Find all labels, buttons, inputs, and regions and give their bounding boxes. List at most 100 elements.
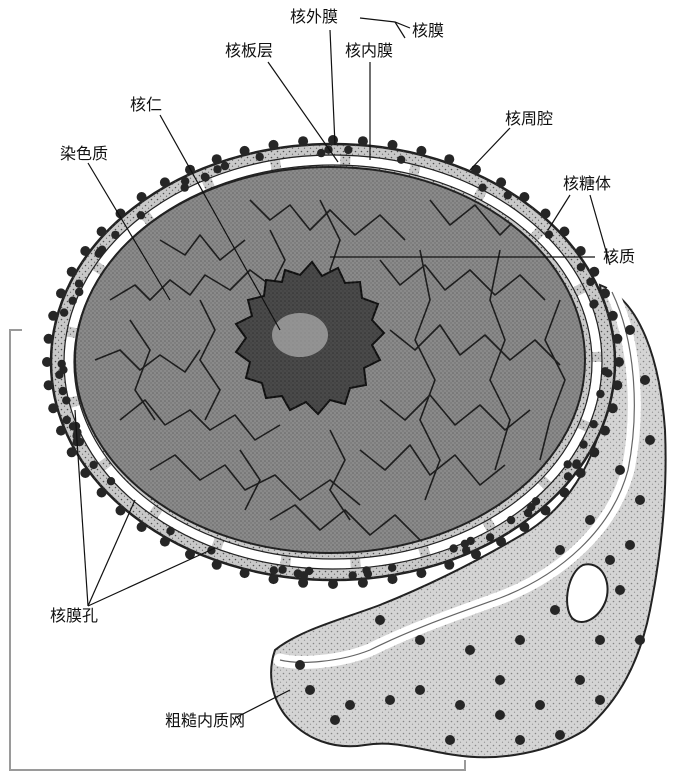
ribosome-dot: [328, 579, 338, 589]
ribosome-dot: [504, 191, 512, 199]
ribosome-dot: [397, 156, 405, 164]
ribosome-dot: [579, 440, 587, 448]
label-chromatin: 染色质: [60, 145, 108, 163]
ribosome-dot: [388, 564, 396, 572]
ribosome-dot: [615, 465, 625, 475]
ribosome-dot: [465, 645, 475, 655]
ribosome-dot: [589, 447, 599, 457]
ribosome-dot: [496, 177, 506, 187]
label-outer-membrane: 核外膜: [290, 8, 338, 26]
ribosome-dot: [600, 288, 610, 298]
ribosome-dot: [212, 154, 222, 164]
ribosome-dot: [576, 246, 586, 256]
ribosome-dot: [455, 700, 465, 710]
ribosome-dot: [515, 635, 525, 645]
ribosome-dot: [111, 231, 119, 239]
ribosome-dot: [67, 447, 77, 457]
ribosome-dot: [541, 209, 551, 219]
ribosome-dot: [97, 227, 107, 237]
ribosome-dot: [564, 460, 572, 468]
ribosome-dot: [467, 537, 475, 545]
ribosome-dot: [575, 675, 585, 685]
ribosome-dot: [137, 522, 147, 532]
ribosome-dot: [56, 426, 66, 436]
ribosome-dot: [635, 635, 645, 645]
ribosome-dot: [608, 403, 618, 413]
ribosome-dot: [496, 537, 506, 547]
ribosome-dot: [608, 311, 618, 321]
ribosome-dot: [604, 369, 612, 377]
ribosome-dot: [375, 615, 385, 625]
ribosome-dot: [160, 177, 170, 187]
ribosome-dot: [415, 635, 425, 645]
ribosome-dot: [416, 146, 426, 156]
ribosome-dot: [486, 533, 494, 541]
ribosome-dot: [60, 308, 68, 316]
label-nuclear-lamina: 核板层: [225, 42, 273, 60]
ribosome-dot: [449, 544, 457, 552]
ribosome-dot: [524, 509, 532, 517]
ribosome-dot: [388, 574, 398, 584]
ribosome-dot: [615, 585, 625, 595]
ribosome-dot: [305, 685, 315, 695]
ribosome-dot: [80, 468, 90, 478]
ribosome-dot: [59, 387, 67, 395]
ribosome-dot: [550, 605, 560, 615]
ribosome-dot: [478, 184, 486, 192]
ribosome-dot: [535, 700, 545, 710]
ribosome-dot: [181, 177, 189, 185]
ribosome-dot: [212, 560, 222, 570]
label-nuclear-envelope: 核膜: [412, 22, 444, 40]
ribosome-dot: [576, 468, 586, 478]
ribosome-dot: [298, 136, 308, 146]
ribosome-dot: [75, 280, 83, 288]
ribosome-dot: [595, 695, 605, 705]
ribosome-dot: [213, 165, 221, 173]
ribosome-dot: [358, 578, 368, 588]
label-nuclear-pore: 核膜孔: [50, 607, 98, 625]
ribosome-dot: [269, 574, 279, 584]
ribosome-dot: [519, 192, 529, 202]
ribosome-dot: [559, 488, 569, 498]
ribosome-dot: [415, 685, 425, 695]
ribosome-dot: [564, 472, 572, 480]
ribosome-dot: [362, 566, 370, 574]
ribosome-dot: [545, 230, 553, 238]
ribosome-dot: [635, 495, 645, 505]
ribosome-dot: [385, 695, 395, 705]
ribosome-dot: [80, 246, 90, 256]
ribosome-dot: [507, 516, 515, 524]
ribosome-dot: [166, 527, 174, 535]
ribosome-dot: [590, 299, 598, 307]
ribosome-dot: [495, 675, 505, 685]
ribosome-dot: [589, 267, 599, 277]
ribosome-dot: [625, 325, 635, 335]
ribosome-dot: [585, 515, 595, 525]
ribosome-dot: [300, 571, 308, 579]
ribosome-dot: [471, 165, 481, 175]
ribosome-dot: [56, 288, 66, 298]
ribosome-dot: [48, 311, 58, 321]
label-inner-membrane: 核内膜: [345, 42, 393, 60]
ribosome-dot: [586, 278, 594, 286]
label-rough-er: 粗糙内质网: [165, 712, 245, 730]
ribosome-dot: [596, 390, 604, 398]
ribosome-dot: [595, 635, 605, 645]
ribosome-dot: [590, 420, 598, 428]
ribosome-dot: [270, 566, 278, 574]
ribosome-dot: [44, 334, 54, 344]
ribosome-dot: [116, 506, 126, 516]
ribosome-dot: [555, 545, 565, 555]
label-perinuclear-space: 核周腔: [505, 110, 553, 128]
ribosome-dot: [612, 380, 622, 390]
ribosome-dot: [471, 549, 481, 559]
ribosome-dot: [614, 357, 624, 367]
ribosome-dot: [600, 426, 610, 436]
ribosome-dot: [444, 560, 454, 570]
ribosome-dot: [555, 730, 565, 740]
ribosome-dot: [515, 735, 525, 745]
ribosome-dot: [605, 555, 615, 565]
ribosome-dot: [295, 660, 305, 670]
